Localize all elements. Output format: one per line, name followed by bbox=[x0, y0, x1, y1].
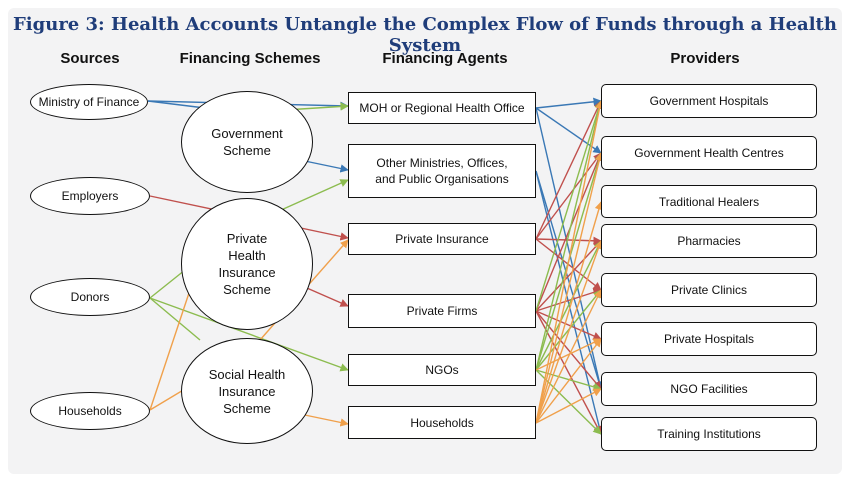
flow-arrow bbox=[535, 100, 604, 424]
provider-label: Government Hospitals bbox=[649, 94, 769, 108]
agent-label: Private Firms bbox=[406, 304, 478, 318]
provider-ngo-facilities: NGO Facilities bbox=[601, 372, 817, 406]
provider-label: Traditional Healers bbox=[658, 194, 760, 209]
flow-arrow bbox=[535, 240, 603, 424]
provider-label: Training Institutions bbox=[657, 427, 761, 441]
agent-label: Private Insurance bbox=[395, 232, 489, 246]
provider-private-hospitals: Private Hospitals bbox=[601, 322, 817, 356]
agent-households: Households bbox=[348, 406, 536, 439]
provider-label: Pharmacies bbox=[677, 234, 741, 248]
flow-line bbox=[149, 297, 201, 341]
flow-arrow bbox=[535, 388, 602, 424]
provider-pharmacies: Pharmacies bbox=[601, 224, 817, 258]
agent-label: MOH or Regional Health Office bbox=[359, 101, 525, 115]
flow-arrow bbox=[535, 100, 604, 371]
source-label: Ministry of Finance bbox=[38, 95, 140, 109]
provider-private-clinics: Private Clinics bbox=[601, 273, 817, 307]
scheme-label: Government bbox=[211, 126, 283, 141]
flow-arrow bbox=[535, 152, 602, 240]
agent-label: Other Ministries, Offices, bbox=[376, 156, 508, 170]
agent-moh-regional-health-office: MOH or Regional Health Office bbox=[348, 92, 536, 124]
flow-arrow bbox=[535, 152, 603, 312]
figure-title: Figure 3: Health Accounts Untangle the C… bbox=[13, 14, 837, 56]
provider-government-health-centres: Government Health Centres bbox=[601, 136, 817, 170]
header-financing-schemes: Financing Schemes bbox=[179, 50, 321, 67]
provider-label: Private Clinics bbox=[670, 283, 748, 297]
provider-label: Government Health Centres bbox=[634, 146, 784, 160]
provider-label: Private Hospitals bbox=[663, 332, 755, 346]
agent-other-ministries: Other Ministries, Offices, and Public Org… bbox=[348, 144, 536, 198]
scheme-label: Scheme bbox=[223, 143, 271, 158]
flow-arrow bbox=[299, 413, 349, 427]
flow-arrow bbox=[535, 236, 602, 245]
agent-label: NGOs bbox=[425, 363, 459, 377]
flow-arrow bbox=[535, 100, 603, 312]
source-employers: Employers bbox=[30, 177, 150, 215]
source-label: Donors bbox=[70, 290, 110, 304]
source-label: Households bbox=[58, 404, 122, 418]
provider-traditional-healers: Traditional Healers bbox=[601, 185, 817, 218]
agent-private-insurance: Private Insurance bbox=[348, 223, 536, 255]
flow-line bbox=[147, 100, 206, 109]
agent-private-firms: Private Firms bbox=[348, 294, 536, 328]
header-financing-agents: Financing Agents bbox=[382, 50, 508, 67]
source-ministry-of-finance: Ministry of Finance bbox=[30, 84, 148, 120]
scheme-label: Social Health bbox=[208, 366, 286, 382]
flow-arrow bbox=[535, 97, 602, 109]
header-providers: Providers bbox=[670, 50, 740, 67]
flow-arrow bbox=[535, 310, 602, 340]
agent-label: and Public Organisations bbox=[375, 172, 509, 186]
flow-arrow bbox=[535, 338, 602, 371]
source-households: Households bbox=[30, 392, 150, 430]
flow-arrow bbox=[535, 289, 602, 424]
source-label: Employers bbox=[61, 189, 119, 203]
agent-label: Households bbox=[410, 415, 474, 430]
scheme-label: Private bbox=[226, 231, 268, 246]
provider-training-institutions: Training Institutions bbox=[601, 417, 817, 451]
flow-arrow bbox=[535, 201, 603, 424]
flow-arrow bbox=[535, 240, 602, 371]
scheme-label: Health bbox=[228, 248, 266, 263]
scheme-label: Scheme bbox=[223, 400, 271, 416]
flow-arrow bbox=[535, 240, 602, 312]
flow-arrow bbox=[299, 159, 349, 173]
scheme-label: Insurance bbox=[218, 265, 276, 280]
flow-arrow bbox=[535, 100, 602, 240]
provider-label: NGO Facilities bbox=[670, 382, 748, 396]
flow-arrow bbox=[535, 152, 604, 424]
header-sources: Sources bbox=[60, 50, 120, 67]
agent-ngos: NGOs bbox=[348, 354, 536, 386]
flow-arrow bbox=[535, 288, 602, 312]
flow-arrow bbox=[535, 369, 602, 391]
source-donors: Donors bbox=[30, 278, 150, 316]
scheme-label: Insurance bbox=[218, 383, 276, 399]
provider-government-hospitals: Government Hospitals bbox=[601, 84, 817, 118]
scheme-label: Scheme bbox=[223, 282, 271, 297]
flow-arrow bbox=[535, 338, 602, 424]
flow-arrow bbox=[535, 107, 604, 390]
